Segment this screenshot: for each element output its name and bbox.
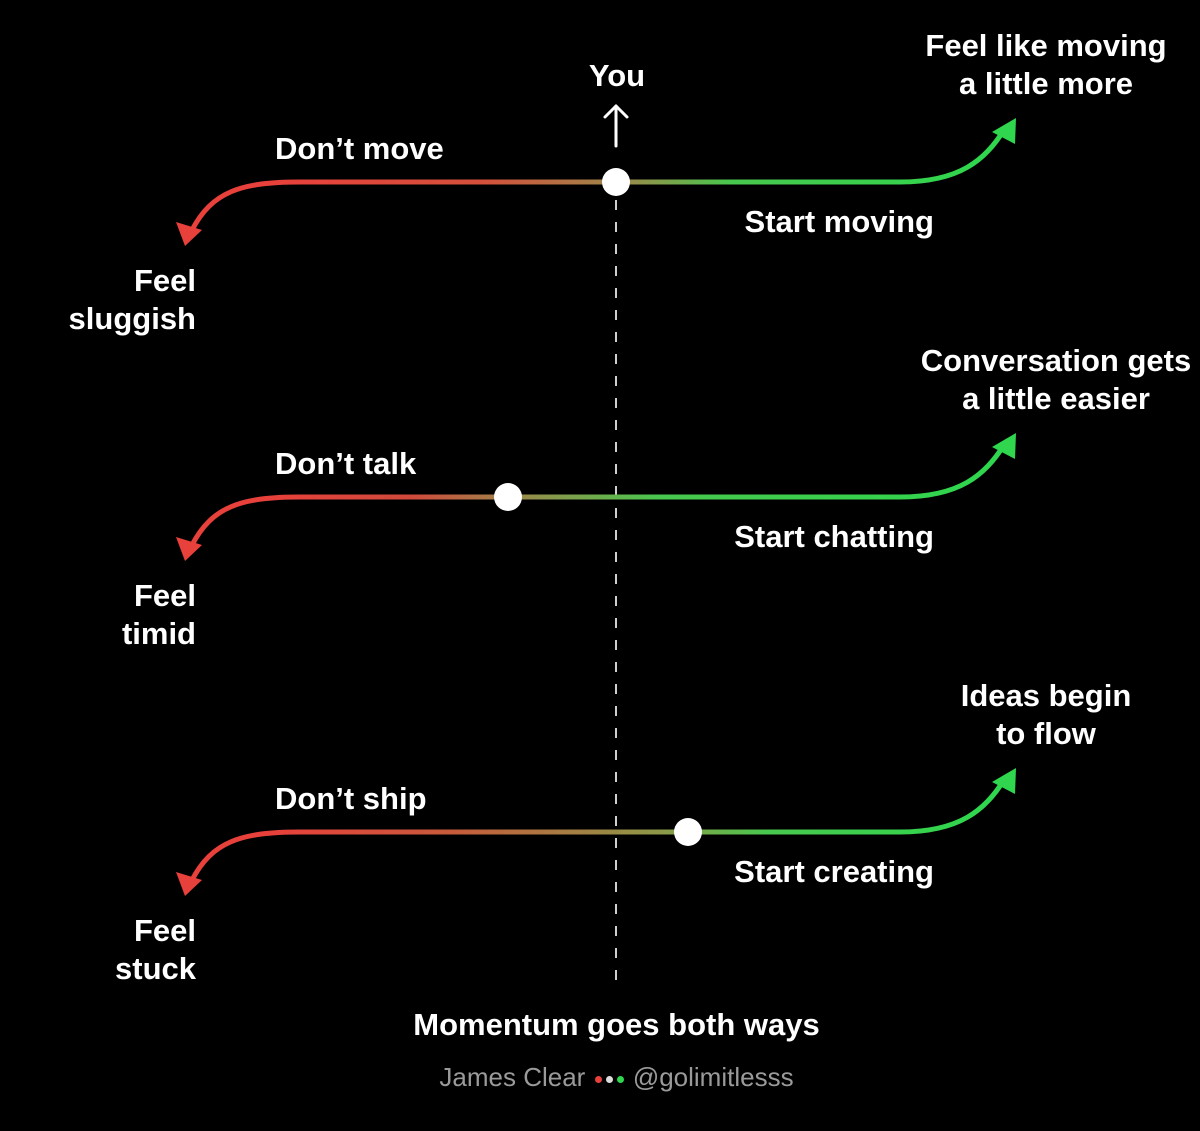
momentum-row-2: [176, 433, 1016, 561]
row-3-path: [189, 777, 1007, 883]
row-2-positive-arrowhead-icon: [992, 433, 1016, 459]
separator-dots-icon: [593, 1062, 626, 1092]
row-2-left-outcome-line1: Feel: [133, 578, 196, 613]
row-2-left-outcome-line2: timid: [121, 616, 196, 651]
row-1-left-outcome-line2: sluggish: [68, 301, 196, 336]
row-3-negative-arrowhead-icon: [176, 872, 202, 896]
row-1-left-outcome-line1: Feel: [133, 263, 196, 298]
credit-line: James Clear @golimitlesss: [0, 1062, 1200, 1093]
row-3-left-action: Don’t ship: [275, 781, 427, 816]
author-name: James Clear: [439, 1062, 586, 1092]
row-1-left-action: Don’t move: [275, 131, 444, 166]
row-1-right-action: Start moving: [744, 204, 934, 239]
row-1-negative-arrowhead-icon: [176, 222, 202, 246]
row-2-negative-arrowhead-icon: [176, 537, 202, 561]
row-3-right-outcome-line1: Ideas begin: [960, 678, 1132, 713]
row-2-path: [189, 442, 1007, 548]
row-3-positive-arrowhead-icon: [992, 768, 1016, 794]
momentum-row-1: [176, 118, 1016, 246]
you-label: You: [588, 58, 646, 93]
you-up-arrow-icon: [603, 104, 629, 148]
row-3-right-action: Start creating: [734, 854, 934, 889]
row-2-right-action: Start chatting: [734, 519, 934, 554]
row-3-right-outcome-line2: to flow: [996, 716, 1096, 751]
row-3-left-outcome-line2: stuck: [115, 951, 196, 986]
momentum-row-3: [176, 768, 1016, 896]
row-1-right-outcome-line2: a little more: [959, 66, 1133, 101]
row-1-path: [189, 127, 1007, 233]
row-2-right-outcome-line1: Conversation gets: [920, 343, 1192, 378]
row-3-left-outcome-line1: Feel: [133, 913, 196, 948]
row-1-right-outcome-line1: Feel like moving: [925, 28, 1167, 63]
row-3-position-dot: [674, 818, 702, 846]
row-1-positive-arrowhead-icon: [992, 118, 1016, 144]
row-1-position-dot: [602, 168, 630, 196]
row-2-position-dot: [494, 483, 522, 511]
diagram-caption: Momentum goes both ways: [413, 1007, 820, 1042]
social-handle: @golimitlesss: [632, 1062, 794, 1092]
row-2-right-outcome-line2: a little easier: [962, 381, 1150, 416]
row-2-left-action: Don’t talk: [275, 446, 417, 481]
